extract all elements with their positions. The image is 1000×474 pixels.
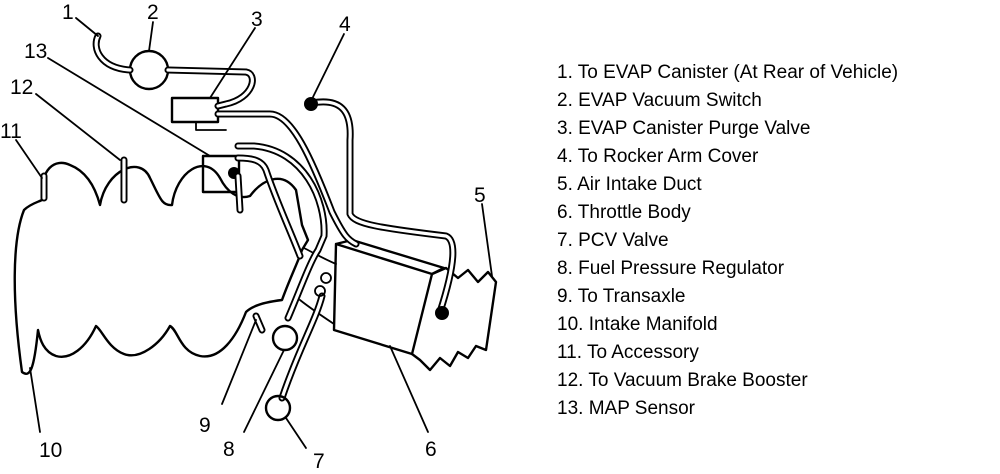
callout-9: 9 [199, 414, 211, 437]
fuel-pressure-regulator [271, 324, 299, 352]
legend-item: 13. MAP Sensor [557, 398, 696, 419]
callout-2: 2 [147, 1, 159, 24]
legend: 1. To EVAP Canister (At Rear of Vehicle)… [557, 59, 898, 423]
legend-item: 7. PCV Valve [557, 230, 669, 251]
pcv-valve [264, 394, 292, 422]
legend-item: 10. Intake Manifold [557, 314, 718, 335]
hose-connector [320, 272, 332, 284]
hose-connector [314, 285, 326, 297]
callout-5: 5 [474, 184, 486, 207]
air-intake-duct [410, 266, 498, 372]
callout-8: 8 [223, 438, 235, 461]
intake-manifold [13, 161, 310, 375]
callout-10: 10 [39, 439, 62, 462]
callout-13: 13 [24, 40, 47, 63]
callout-numbers: 1 2 3 4 5 6 7 8 9 10 11 12 13 [0, 1, 486, 473]
legend-item: 6. Throttle Body [557, 202, 691, 223]
evap-vacuum-switch [128, 49, 170, 91]
rocker-arm-port [304, 97, 318, 111]
leader-lines [15, 17, 493, 449]
legend-item: 11. To Accessory [557, 342, 699, 363]
transaxle-port [254, 314, 264, 332]
legend-item: 12. To Vacuum Brake Booster [557, 370, 808, 391]
callout-11: 11 [0, 120, 22, 143]
legend-item: 4. To Rocker Arm Cover [557, 146, 759, 167]
vacuum-hoses [92, 32, 457, 402]
legend-item: 1. To EVAP Canister (At Rear of Vehicle) [557, 62, 899, 83]
callout-12: 12 [10, 76, 33, 99]
callout-3: 3 [251, 8, 263, 31]
evap-purge-valve [170, 96, 220, 124]
legend-item: 5. Air Intake Duct [557, 174, 702, 195]
callout-6: 6 [425, 438, 437, 461]
throttle-body [332, 238, 446, 356]
legend-item: 8. Fuel Pressure Regulator [557, 258, 785, 279]
callout-4: 4 [339, 13, 351, 36]
callout-1: 1 [62, 1, 74, 24]
air-duct-port [435, 306, 449, 320]
legend-item: 3. EVAP Canister Purge Valve [557, 118, 811, 139]
legend-item: 2. EVAP Vacuum Switch [557, 90, 762, 111]
legend-item: 9. To Transaxle [557, 286, 686, 307]
callout-7: 7 [313, 450, 325, 473]
evap-purge-valve-base [195, 121, 227, 131]
